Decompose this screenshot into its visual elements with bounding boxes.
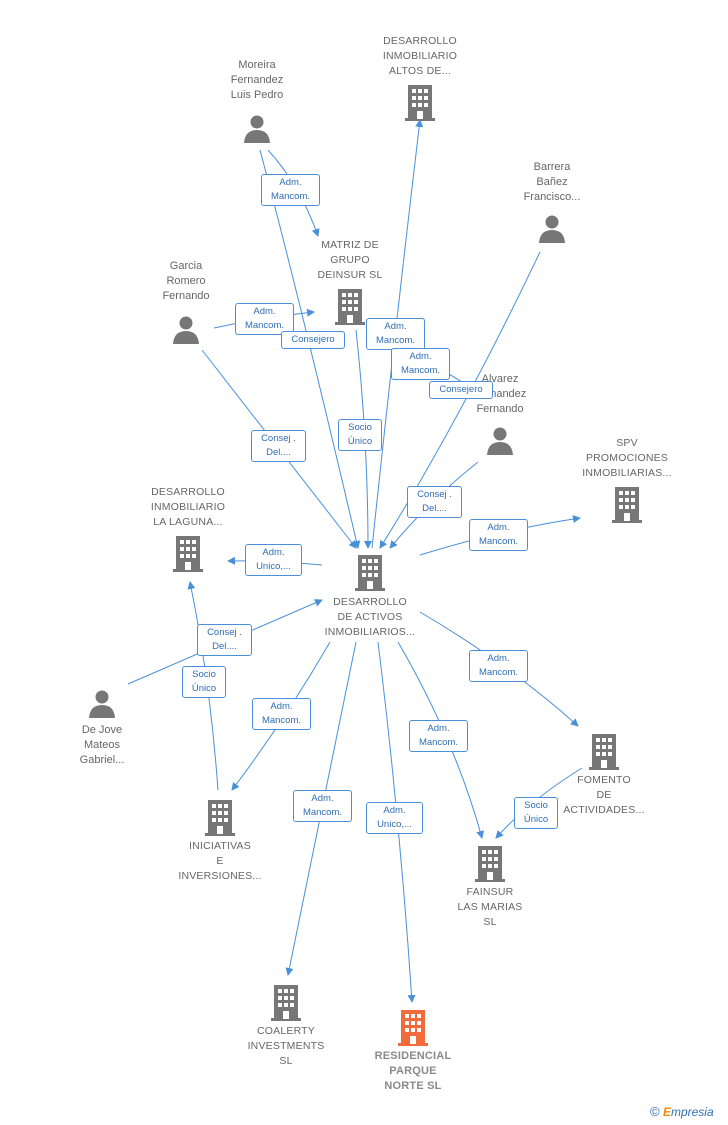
node-barrera[interactable]: Barrera Bañez Francisco... [500,160,604,243]
copyright-icon: © [650,1104,660,1119]
building-icon [271,985,301,1021]
building-icon [475,846,505,882]
node-fomento[interactable]: FOMENTO DE ACTIVIDADES... [552,734,656,818]
edge-label-barrera-center[interactable]: Adm. Mancom. [391,348,450,380]
edge-label-center-laguna[interactable]: Adm. Unico,... [245,544,302,576]
node-label: DESARROLLO INMOBILIARIO ALTOS DE... [382,35,458,77]
edge-label-center-fomento[interactable]: Adm. Mancom. [469,650,528,682]
node-matriz[interactable]: MATRIZ DE GRUPO DEINSUR SL [298,238,402,325]
node-center[interactable]: DESARROLLO DE ACTIVOS INMOBILIARIOS... [312,555,428,640]
node-label: RESIDENCIAL PARQUE NORTE SL [374,1050,452,1092]
building-icon [405,85,435,121]
node-iniciativas[interactable]: INICIATIVAS E INVERSIONES... [168,800,272,884]
node-moreira[interactable]: Moreira Fernandez Luis Pedro [205,58,309,143]
edge-label-center-iniciativas[interactable]: Adm. Mancom. [252,698,311,730]
edge-label-center-fainsur[interactable]: Adm. Mancom. [409,720,468,752]
node-label: De Jove Mateos Gabriel... [79,724,125,766]
node-label: DESARROLLO DE ACTIVOS INMOBILIARIOS... [324,596,416,638]
edge-label-matriz-center[interactable]: Socio Único [338,419,382,451]
brand-initial: E [662,1105,671,1119]
node-label: INICIATIVAS E INVERSIONES... [178,840,262,882]
person-icon [89,690,115,718]
brand-name: mpresia [670,1105,714,1119]
person-icon [173,316,199,344]
node-spv[interactable]: SPV PROMOCIONES INMOBILIARIAS... [572,436,682,523]
node-label: Barrera Bañez Francisco... [523,161,581,203]
node-label: Moreira Fernandez Luis Pedro [230,59,284,101]
person-icon [244,115,270,143]
node-label: DESARROLLO INMOBILIARIO LA LAGUNA... [150,486,226,528]
building-icon-highlighted [398,1010,428,1046]
building-icon [589,734,619,770]
node-dejove[interactable]: De Jove Mateos Gabriel... [50,688,154,768]
node-label: Garcia Romero Fernando [162,260,210,302]
edge-label-center-coalerty[interactable]: Adm. Mancom. [293,790,352,822]
edge-label-iniciativas-laguna[interactable]: Socio Único [182,666,226,698]
building-icon [173,536,203,572]
building-icon [612,487,642,523]
node-label: FOMENTO DE ACTIVIDADES... [563,774,645,816]
brand-logo: © Empresia [650,1104,714,1119]
building-icon [335,289,365,325]
edge-label-garcia-center[interactable]: Consej . Del.... [251,430,306,462]
node-label: FAINSUR LAS MARIAS SL [457,886,523,928]
building-icon [205,800,235,836]
node-label: MATRIZ DE GRUPO DEINSUR SL [317,239,383,281]
edge-label-alvarez-center[interactable]: Consej . Del.... [407,486,462,518]
node-residencial[interactable]: RESIDENCIAL PARQUE NORTE SL [358,1010,468,1094]
node-label: COALERTY INVESTMENTS SL [247,1025,325,1067]
node-desarrollo-altos[interactable]: DESARROLLO INMOBILIARIO ALTOS DE... [368,34,472,121]
edge-label-dejove-center[interactable]: Consej . Del.... [197,624,252,656]
building-icon [355,555,385,591]
node-label: SPV PROMOCIONES INMOBILIARIAS... [582,437,672,479]
edge-label-center-residencial[interactable]: Adm. Unico,... [366,802,423,834]
edge-label-center-spv[interactable]: Adm. Mancom. [469,519,528,551]
node-garcia[interactable]: Garcia Romero Fernando [134,259,238,344]
edge-barrera-center [379,251,541,549]
edge-label-garcia-matriz[interactable]: Adm. Mancom. [235,303,294,335]
edge-label-consejero-1[interactable]: Consejero [281,331,345,349]
edge-label-consejero-2[interactable]: Consejero [429,381,493,399]
node-coalerty[interactable]: COALERTY INVESTMENTS SL [234,985,338,1069]
node-laguna[interactable]: DESARROLLO INMOBILIARIO LA LAGUNA... [136,485,240,572]
node-fainsur[interactable]: FAINSUR LAS MARIAS SL [438,846,542,930]
edge-label-moreira-matriz[interactable]: Adm. Mancom. [261,174,320,206]
person-icon [539,215,565,243]
edge-label-center-altos[interactable]: Adm. Mancom. [366,318,425,350]
edge-label-fomento-fainsur[interactable]: Socio Único [514,797,558,829]
person-icon [487,427,513,455]
